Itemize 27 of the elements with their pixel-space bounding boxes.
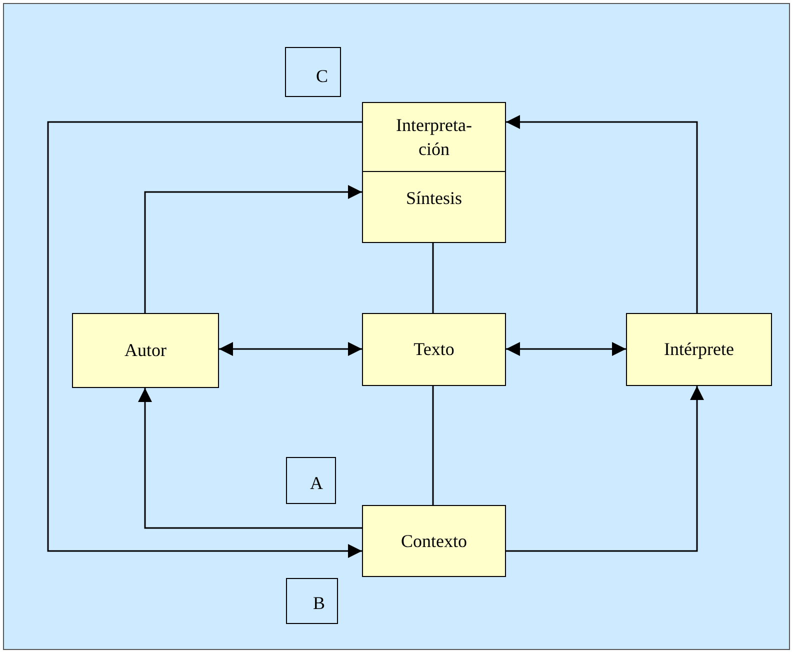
process-box xyxy=(72,313,219,388)
node-label: B xyxy=(312,592,325,615)
arrow xyxy=(144,185,362,313)
process-box xyxy=(362,505,506,577)
label-box xyxy=(286,457,336,504)
node-label: A xyxy=(310,472,323,495)
arrow xyxy=(506,115,698,313)
process-box xyxy=(362,313,506,386)
process-box xyxy=(362,102,506,172)
connector-line xyxy=(432,243,434,313)
node-label: Interpreta- ción xyxy=(395,114,473,161)
label-box xyxy=(286,578,338,624)
arrow xyxy=(506,386,704,552)
node-label: Intérprete xyxy=(664,338,734,362)
arrow xyxy=(219,342,362,356)
connector-line xyxy=(432,386,434,505)
node-label: Texto xyxy=(414,338,454,362)
process-box xyxy=(626,313,772,386)
node-label: Síntesis xyxy=(406,187,462,210)
process-box xyxy=(362,171,506,243)
arrow xyxy=(138,388,362,529)
node-label: Contexto xyxy=(401,530,467,553)
arrow xyxy=(506,342,626,356)
node-label: Autor xyxy=(124,339,166,362)
node-label: C xyxy=(316,64,328,88)
arrow xyxy=(47,121,362,558)
label-box xyxy=(285,47,341,97)
